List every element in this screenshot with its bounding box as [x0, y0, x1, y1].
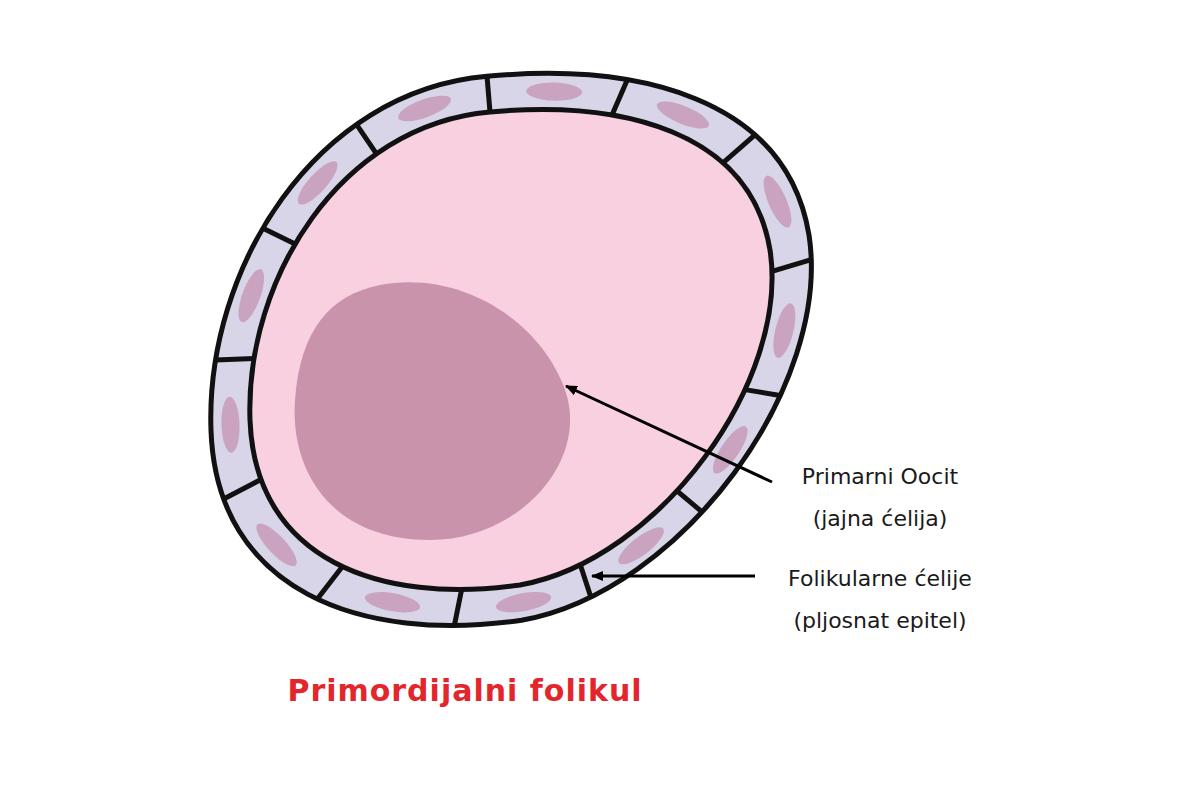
- cell-border: [772, 260, 811, 272]
- cell-border: [487, 76, 490, 112]
- cell-border: [454, 590, 461, 626]
- cell-border: [317, 567, 342, 599]
- cell-border: [677, 491, 702, 512]
- leader-line: [566, 386, 772, 482]
- figure-title: Primordijalni folikul: [287, 673, 642, 708]
- leader-line: [592, 575, 755, 578]
- callout-label: Primarni Oocit (jajna ćelija): [790, 456, 970, 540]
- cell-nucleus: [363, 588, 421, 616]
- oocyte-nucleus: [295, 282, 571, 540]
- cell-border: [612, 80, 627, 115]
- follicular-cells-outline: [211, 73, 812, 625]
- cell-border: [723, 135, 755, 163]
- cell-border: [263, 228, 295, 244]
- cell-nucleus: [221, 397, 241, 454]
- callout-label: Folikularne ćelije (pljosnat epitel): [768, 558, 993, 642]
- cell-border: [216, 359, 254, 360]
- cell-borders: [216, 76, 812, 625]
- cell-border: [745, 390, 780, 396]
- cell-border: [356, 124, 376, 153]
- cell-border: [224, 480, 261, 499]
- follicular-cell-layer: [211, 73, 812, 625]
- follicular-cell-nuclei: [221, 82, 800, 616]
- cell-nucleus: [494, 588, 552, 616]
- oocyte-membrane: [250, 110, 772, 590]
- cell-nucleus: [769, 301, 800, 360]
- cell-nucleus: [526, 82, 582, 101]
- cell-border: [580, 565, 591, 597]
